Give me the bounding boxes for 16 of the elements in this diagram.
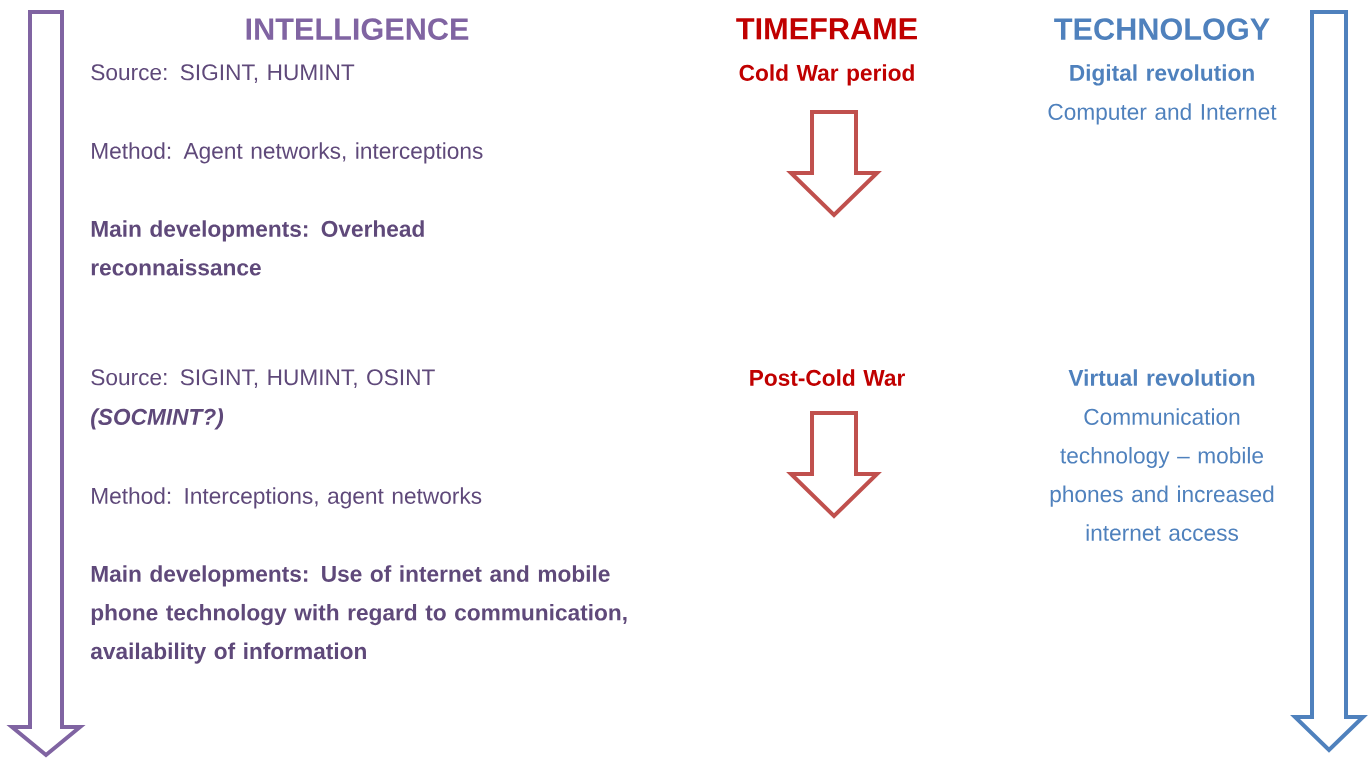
- note-text: (SOCMINT?): [91, 408, 224, 430]
- period-label: Post-Cold War: [750, 369, 905, 386]
- method-text: Method: Interceptions, agent networks: [92, 487, 482, 509]
- column-heading: TIMEFRAME: [736, 18, 917, 40]
- developments-text: Main developments: Overhead reconnaissance: [91, 220, 424, 276]
- period-label: Cold War period: [739, 64, 914, 86]
- source-text: Source: SIGINT, HUMINT, OSINT: [91, 369, 435, 388]
- technology-text: Computer and Internet: [1048, 103, 1277, 125]
- source-text: Source: SIGINT, HUMINT: [91, 64, 355, 83]
- technology-heading: Virtual revolution: [1068, 369, 1255, 386]
- developments-text: Main developments: Use of internet and mobile phone technology with regard to communication, availability of information: [90, 565, 627, 664]
- technology-heading: Digital revolution: [1070, 64, 1254, 86]
- column-heading: TECHNOLOGY: [1054, 18, 1270, 40]
- column-heading: INTELLIGENCE: [246, 18, 469, 40]
- method-text: Method: Agent networks, interceptions: [92, 142, 483, 164]
- technology-text: Communication technology – mobile phones and increased internet access: [1050, 408, 1274, 541]
